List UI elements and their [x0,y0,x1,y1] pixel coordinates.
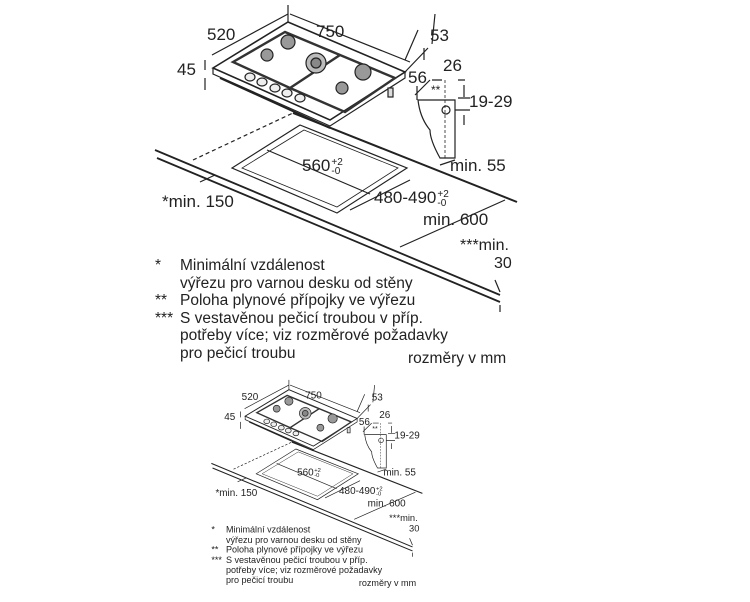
gas-connection-mark: ** [431,83,441,97]
dim-min-600: min. 600 [423,210,489,229]
dim-height-45: 45 [224,411,236,423]
dim-min-150: *min. 150 [162,192,234,211]
dim-cutout-width: 560+2-0 [302,156,343,177]
dim-depth-520: 520 [207,25,236,44]
dim-width-750: 750 [305,389,322,401]
units-label: rozměry v mm [358,578,417,589]
units-label: rozměry v mm [408,350,507,367]
dim-width-750: 750 [316,22,345,41]
dim-56: 56 [408,68,427,87]
installation-drawing [154,5,518,312]
dim-min-30-label: ***min. [389,513,418,524]
footnote-2: **Poloha plynové přípojky ve výřezu [155,292,416,309]
dim-min-600: min. 600 [367,497,406,509]
dim-26: 26 [443,56,462,75]
dim-min-30-value: 30 [494,255,512,272]
installation-drawing [211,379,423,557]
footnote-3: ***S vestavěnou pečicí troubou v příp.po… [211,555,383,586]
dim-26: 26 [379,409,391,421]
dim-cutout-width: 560+2-0 [297,466,321,479]
dim-min-150: *min. 150 [215,487,258,499]
dim-min-30-label: ***min. [460,237,509,254]
footnote-3: ***S vestavěnou pečicí troubou v příp.po… [155,309,448,362]
dim-cutout-depth: 480-490+2-0 [374,188,449,209]
dim-56: 56 [358,416,370,428]
dim-53: 53 [371,391,383,403]
footnote-2: **Poloha plynové přípojky ve výřezu [211,545,364,555]
gas-connection-mark: ** [372,424,378,433]
diagram-small-copy: 520 750 53 45 56 26 ** 19-29 560+2-0 min… [121,377,558,593]
dim-min-30-value: 30 [409,523,420,534]
dim-cutout-depth: 480-490+2-0 [339,485,383,498]
dim-19-29: 19-29 [394,429,420,441]
dim-min-55: min. 55 [450,156,506,175]
diagram-large: 520 750 53 45 56 26 ** 19-29 560+2-0 min… [154,5,518,367]
dim-min-55: min. 55 [383,466,416,478]
dim-19-29: 19-29 [469,92,513,111]
dim-53: 53 [430,26,449,45]
dim-depth-520: 520 [241,391,259,403]
dim-height-45: 45 [177,60,196,79]
